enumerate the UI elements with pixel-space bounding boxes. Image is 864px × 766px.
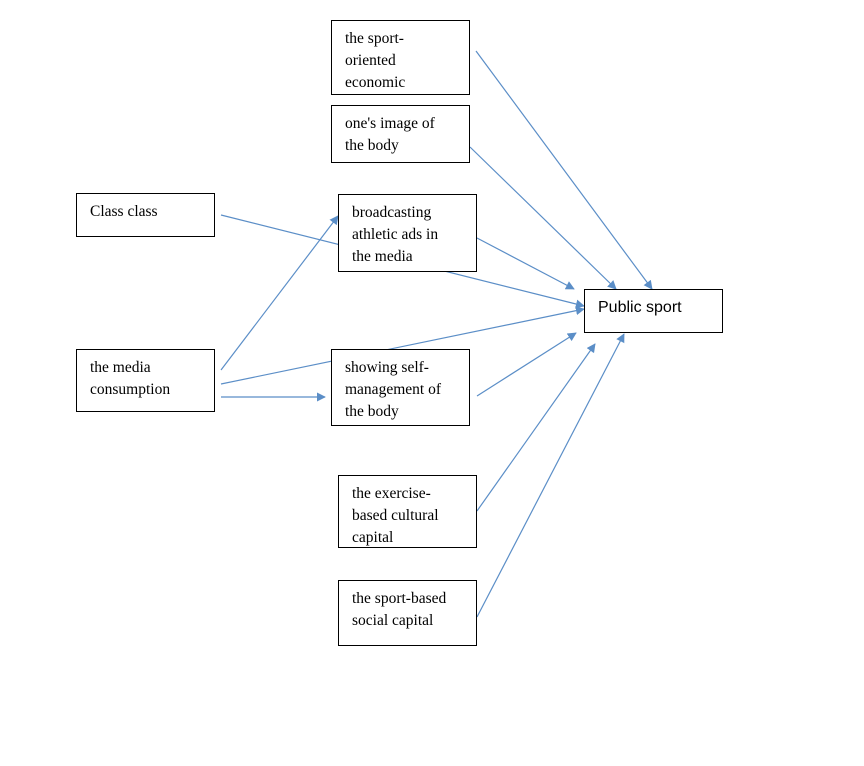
arrow-broadcasting-to-public-sport — [476, 237, 575, 290]
node-label: the sport-based social capital — [352, 590, 447, 629]
node-label: one's image of the body — [345, 115, 435, 154]
node-class: Class class — [76, 193, 215, 237]
node-social-capital: the sport-based social capital — [338, 580, 477, 646]
node-sport-oriented-economic: the sport- oriented economic — [331, 20, 470, 95]
node-label: the media consumption — [90, 359, 171, 398]
node-self-management: showing self- management of the body — [331, 349, 470, 426]
arrow-body-image-to-public-sport — [469, 146, 617, 290]
arrow-sport-economic-to-public-sport — [475, 50, 653, 290]
node-body-image: one's image of the body — [331, 105, 470, 163]
arrow-media-to-public-sport — [220, 306, 585, 385]
node-label: the exercise- based cultural capital — [352, 485, 439, 546]
arrow-media-to-broadcasting — [220, 215, 339, 371]
node-broadcasting-ads: broadcasting athletic ads in the media — [338, 194, 477, 272]
arrow-cultural-capital-to-public-sport — [476, 343, 596, 512]
node-media-consumption: the media consumption — [76, 349, 215, 412]
node-cultural-capital: the exercise- based cultural capital — [338, 475, 477, 548]
arrow-self-management-to-public-sport — [476, 332, 577, 397]
node-label: broadcasting athletic ads in the media — [352, 204, 439, 265]
node-label: Public sport — [598, 299, 682, 316]
node-label: Class class — [90, 203, 158, 220]
node-public-sport: Public sport — [584, 289, 723, 333]
node-label: showing self- management of the body — [345, 359, 441, 420]
arrow-social-capital-to-public-sport — [476, 333, 625, 618]
node-label: the sport- oriented economic — [345, 30, 406, 91]
